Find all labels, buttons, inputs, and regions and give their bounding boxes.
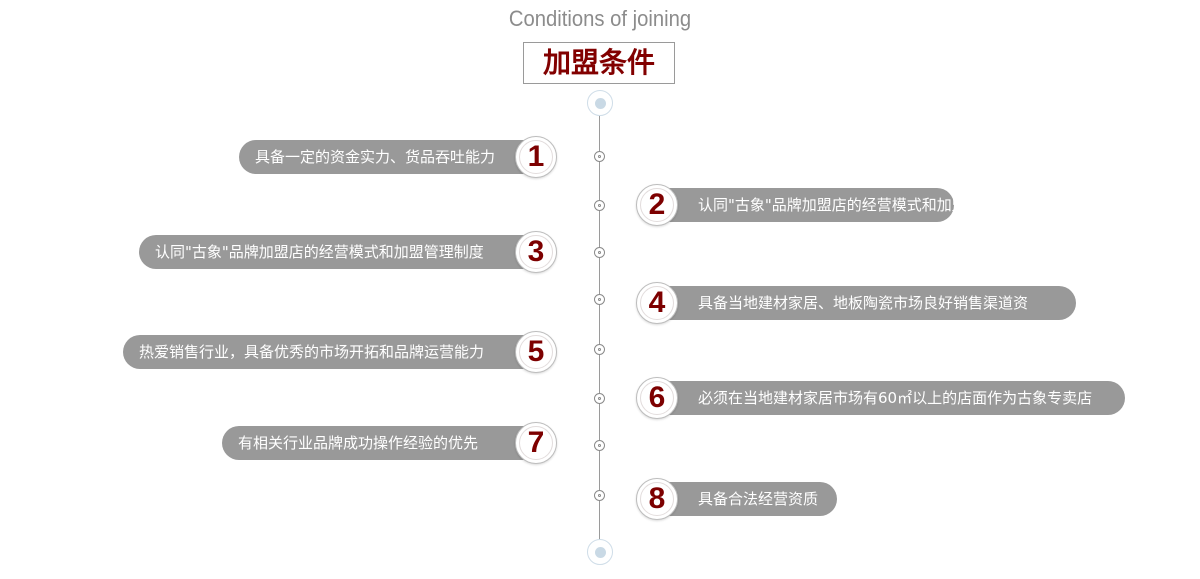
timeline-end-dot-icon [587,539,613,565]
timeline-line [599,112,600,544]
number-badge: 6 [636,377,678,419]
condition-text: 具备一定的资金实力、货品吞吐能力 [239,140,539,174]
timeline-node-icon [594,247,605,258]
condition-text: 认同"古象"品牌加盟店的经营模式和加盟管理制度 [139,235,539,269]
timeline-node-icon [594,490,605,501]
timeline-node-icon [594,151,605,162]
timeline-node-icon [594,440,605,451]
condition-text: 有相关行业品牌成功操作经验的优先 [222,426,539,460]
condition-text: 必须在当地建材家居市场有60㎡以上的店面作为古象专卖店 [658,381,1125,415]
timeline-node-icon [594,344,605,355]
condition-text: 热爱销售行业，具备优秀的市场开拓和品牌运营能力 [123,335,539,369]
number-badge: 2 [636,184,678,226]
condition-text: 认同"古象"品牌加盟店的经营模式和加盟管理制度 [658,188,1027,222]
timeline-node-icon [594,393,605,404]
section-title: 加盟条件 [523,42,675,84]
section-subtitle: Conditions of joining [508,6,692,31]
number-badge: 1 [515,136,557,178]
number-badge: 4 [636,282,678,324]
timeline-start-dot-icon [587,90,613,116]
number-badge: 3 [515,231,557,273]
condition-text: 具备当地建材家居、地板陶瓷市场良好销售渠道资 [658,286,1076,320]
timeline-node-icon [594,294,605,305]
number-badge: 8 [636,478,678,520]
condition-text: 具备合法经营资质 [658,482,837,516]
timeline-node-icon [594,200,605,211]
number-badge: 5 [515,331,557,373]
number-badge: 7 [515,422,557,464]
